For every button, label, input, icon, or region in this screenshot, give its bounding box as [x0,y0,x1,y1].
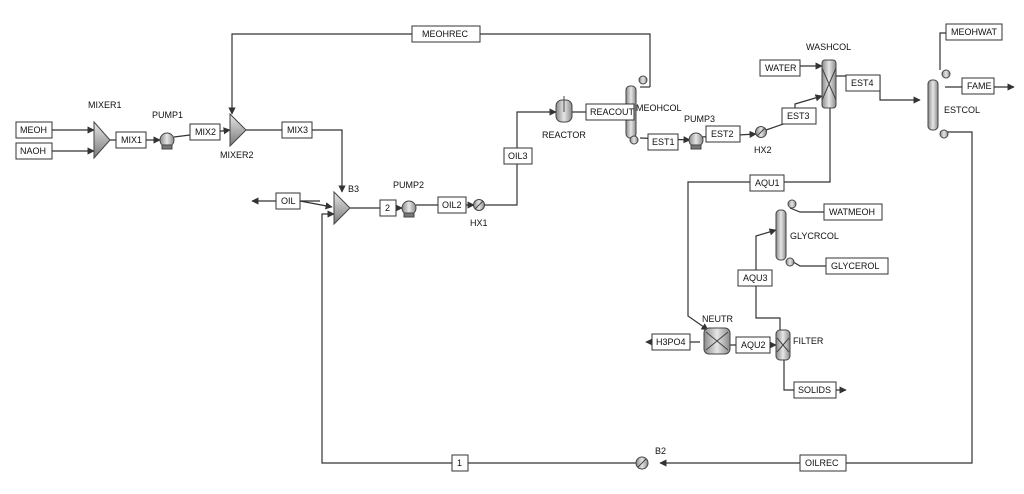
svg-text:MEOHREC: MEOHREC [422,29,469,39]
stream-label-meohrec[interactable]: MEOHREC [411,25,481,43]
glycrcol-block[interactable]: GLYCRCOL [775,199,839,267]
svg-text:MIX3: MIX3 [287,125,308,135]
b2-label: B2 [655,446,666,456]
svg-text:AQU3: AQU3 [743,273,768,283]
filter-block[interactable]: FILTER [775,329,824,361]
svg-text:OILREC: OILREC [805,458,839,468]
svg-text:FAME: FAME [967,81,992,91]
meohcol-label: MEOHCOL [636,103,682,113]
washcol-label: WASHCOL [806,42,851,52]
glycrcol-label: GLYCRCOL [790,231,839,241]
mixer1-block[interactable]: MIXER1 [88,100,122,160]
stream-label-est4[interactable]: EST4 [845,74,881,92]
stream-label-water[interactable]: WATER [759,59,801,77]
b3-label: B3 [348,184,359,194]
estcol-block[interactable]: ESTCOL [927,69,980,139]
svg-text:H3PO4: H3PO4 [656,337,686,347]
svg-text:MIX1: MIX1 [121,135,142,145]
pump2-label: PUMP2 [393,180,424,190]
pump1-block[interactable]: PUMP1 [152,110,183,150]
stream-label-mix2[interactable]: MIX2 [189,123,221,141]
mixer2-block[interactable]: MIXER2 [220,112,254,160]
stream-label-mix1[interactable]: MIX1 [115,131,147,149]
reactor-block[interactable]: REACTOR [542,96,586,140]
stream-line-1 [321,210,636,464]
stream-line-aqu3 [755,228,781,330]
filter-label: FILTER [793,336,824,346]
stream-labels: MEOH NAOH MIX1 MIX2 MIX3 MEOHREC OIL 2 O… [15,23,1003,472]
stream-label-meoh[interactable]: MEOH [15,121,53,139]
hx1-label: HX1 [470,218,488,228]
stream-label-reacout[interactable]: REACOUT [585,103,635,121]
stream-line-meohrec [228,33,651,115]
svg-text:EST4: EST4 [851,78,874,88]
stream-label-mix3[interactable]: MIX3 [281,121,313,139]
b2-block[interactable]: B2 [635,446,666,470]
svg-text:MIX2: MIX2 [195,127,216,137]
pump3-label: PUMP3 [684,114,715,124]
neutr-block[interactable]: NEUTR [702,314,733,355]
stream-label-solids[interactable]: SOLIDS [793,381,837,399]
stream-label-meohwat[interactable]: MEOHWAT [945,23,1003,41]
stream-line-aqu1 [687,108,831,331]
stream-label-aqu3[interactable]: AQU3 [737,269,773,287]
stream-line-oil [299,200,333,210]
pump3-block[interactable]: PUMP3 [684,114,715,150]
svg-text:OIL: OIL [281,196,296,206]
equipment: MIXER1 PUMP1 MIXER2 B3 PUMP2 HX1 [88,42,980,470]
svg-text:MEOHWAT: MEOHWAT [951,27,997,37]
svg-text:AQU1: AQU1 [755,178,780,188]
svg-text:NAOH: NAOH [20,146,46,156]
estcol-label: ESTCOL [944,105,980,115]
stream-label-est3[interactable]: EST3 [781,107,817,125]
stream-label-h3po4[interactable]: H3PO4 [651,333,691,351]
washcol-block[interactable]: WASHCOL [806,42,851,109]
stream-label-watmeoh[interactable]: WATMEOH [823,203,883,221]
stream-label-1[interactable]: 1 [451,454,469,472]
pump1-label: PUMP1 [152,110,183,120]
stream-lines [20,29,1015,467]
svg-text:EST2: EST2 [711,129,734,139]
stream-label-2[interactable]: 2 [379,199,397,217]
pump2-block[interactable]: PUMP2 [393,180,424,218]
svg-text:OIL3: OIL3 [508,151,528,161]
b3-block[interactable]: B3 [333,184,359,226]
svg-text:AQU2: AQU2 [741,340,766,350]
stream-label-est1[interactable]: EST1 [647,133,679,151]
svg-text:SOLIDS: SOLIDS [798,385,831,395]
stream-label-est2[interactable]: EST2 [705,125,741,143]
mixer1-label: MIXER1 [88,100,122,110]
hx1-block[interactable]: HX1 [470,199,488,229]
svg-text:EST1: EST1 [652,137,675,147]
svg-text:OIL2: OIL2 [442,200,462,210]
stream-label-oil2[interactable]: OIL2 [437,196,467,214]
stream-line-mix3 [246,129,346,193]
hx2-block[interactable]: HX2 [754,126,772,156]
svg-text:MEOH: MEOH [20,125,47,135]
svg-text:2: 2 [385,203,390,213]
svg-text:GLYCEROL: GLYCEROL [831,261,879,271]
stream-label-fame[interactable]: FAME [961,77,995,95]
stream-label-oilrec[interactable]: OILREC [799,454,847,472]
mixer2-label: MIXER2 [220,150,254,160]
stream-label-oil3[interactable]: OIL3 [503,147,533,165]
hx2-label: HX2 [754,145,772,155]
stream-label-aqu2[interactable]: AQU2 [735,336,771,354]
stream-label-aqu1[interactable]: AQU1 [749,174,785,192]
svg-text:WATMEOH: WATMEOH [829,207,875,217]
stream-label-glycerol[interactable]: GLYCEROL [825,257,889,275]
stream-label-oil[interactable]: OIL [275,192,301,210]
stream-label-naoh[interactable]: NAOH [15,142,53,160]
svg-text:REACOUT: REACOUT [590,107,635,117]
svg-text:EST3: EST3 [787,111,810,121]
reactor-label: REACTOR [542,130,586,140]
svg-text:WATER: WATER [765,63,797,73]
neutr-label: NEUTR [702,314,733,324]
svg-text:1: 1 [457,458,462,468]
